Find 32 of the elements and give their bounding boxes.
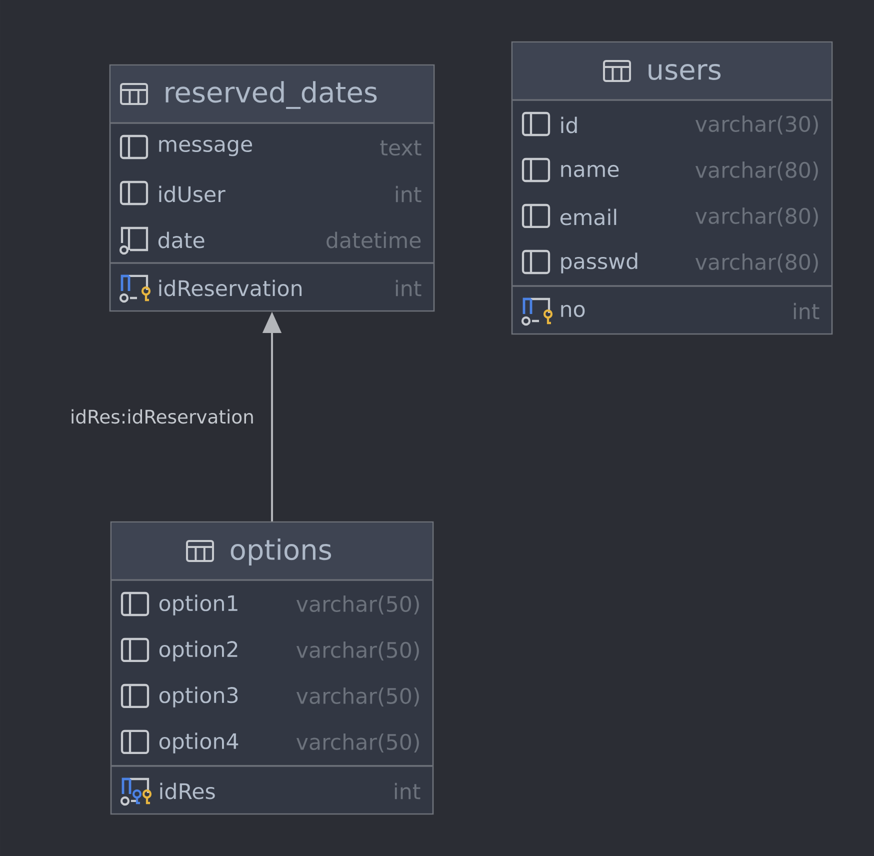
column-type: varchar(80) [695,208,818,226]
column-name: option3 [159,686,238,708]
column-name: idReservation [159,280,302,296]
column-type: varchar(50) [296,596,419,614]
column-name: idUser [159,186,226,202]
column-type: varchar(80) [695,162,818,180]
column-type: int [396,186,422,202]
column-name: message [159,140,252,156]
column-name: id [561,116,577,134]
column-type: varchar(50) [296,642,419,660]
column-type: text [380,140,422,156]
column-type: varchar(30) [695,116,818,134]
column-name: option4 [159,732,238,754]
column-name: email [560,208,616,226]
column-type: varchar(50) [296,688,419,706]
edge-label: idRes:idReservation [68,408,256,426]
column-type: int [394,782,420,800]
column-name: no [561,304,585,318]
table-title: reserved_dates [166,81,377,109]
column-type: varchar(50) [296,734,419,752]
column-type: varchar(80) [695,254,818,272]
table-title: options [230,538,332,566]
column-type: int [396,280,422,296]
table-title: users [648,64,721,80]
column-name: option2 [159,640,238,662]
column-name: idRes [160,782,215,800]
column-name: date [158,232,204,248]
column-name: name [561,164,619,178]
column-type: datetime [326,232,421,248]
column-name: passwd [561,252,638,274]
column-name: option1 [159,594,238,616]
column-type: int [794,302,820,320]
